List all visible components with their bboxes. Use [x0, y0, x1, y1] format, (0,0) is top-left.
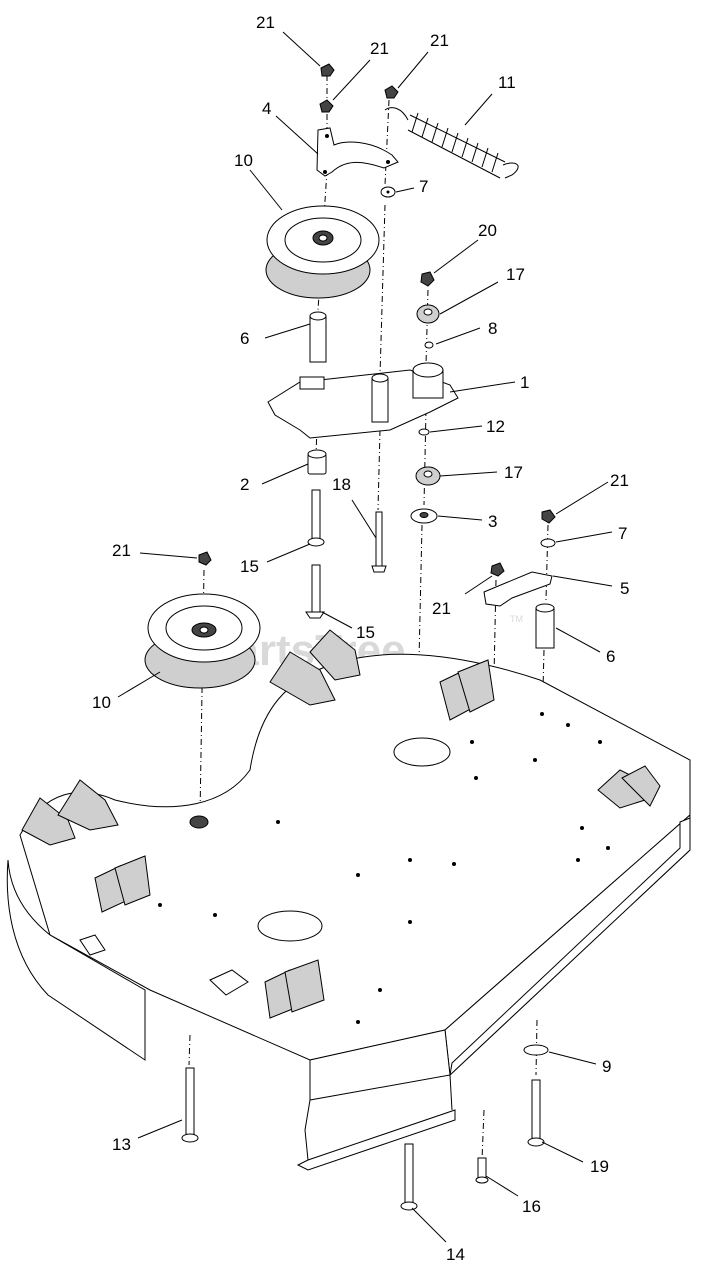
- lower-pulley-assembly: [144, 551, 261, 829]
- callout-1: 1: [520, 373, 529, 392]
- callout-21: 21: [610, 471, 629, 490]
- upper-pulley-assembly: [265, 63, 519, 299]
- callout-17: 17: [506, 265, 525, 284]
- callout-18: 18: [332, 475, 351, 494]
- callout-6: 6: [240, 329, 249, 348]
- callout-17: 17: [504, 463, 523, 482]
- callout-19: 19: [590, 1157, 609, 1176]
- callout-21: 21: [256, 13, 275, 32]
- leader-lines: [117, 31, 613, 1243]
- callout-12: 12: [486, 417, 505, 436]
- callout-6: 6: [606, 647, 615, 666]
- callout-14: 14: [446, 1245, 465, 1264]
- callout-5: 5: [620, 579, 629, 598]
- idler-arm-assembly: [267, 271, 459, 619]
- callout-9: 9: [602, 1057, 611, 1076]
- deck-brackets: [21, 629, 661, 1019]
- callout-15: 15: [240, 557, 259, 576]
- right-bracket-assembly: [483, 509, 556, 649]
- callout-4: 4: [262, 99, 271, 118]
- callout-labels: 21 21 21 4 11 10 7 20 17 8 6 1 12 2 17 1…: [92, 13, 629, 1264]
- callout-7: 7: [618, 524, 627, 543]
- callout-3: 3: [488, 512, 497, 531]
- tension-spring: [384, 107, 519, 179]
- callout-16: 16: [522, 1197, 541, 1216]
- watermark-tm: TM: [510, 614, 523, 624]
- callout-21: 21: [432, 599, 451, 618]
- deck-holes: [158, 712, 610, 1024]
- callout-13: 13: [112, 1135, 131, 1154]
- callout-20: 20: [478, 221, 497, 240]
- callout-21: 21: [370, 39, 389, 58]
- callout-2: 2: [240, 475, 249, 494]
- callout-11: 11: [498, 73, 516, 92]
- bottom-fasteners: [181, 1044, 549, 1211]
- callout-21: 21: [112, 541, 131, 560]
- callout-10: 10: [234, 151, 253, 170]
- callout-10: 10: [92, 693, 111, 712]
- callout-21: 21: [430, 31, 449, 50]
- callout-7: 7: [419, 177, 428, 196]
- callout-15: 15: [356, 623, 375, 642]
- mower-deck: [6, 653, 691, 1171]
- callout-8: 8: [488, 319, 497, 338]
